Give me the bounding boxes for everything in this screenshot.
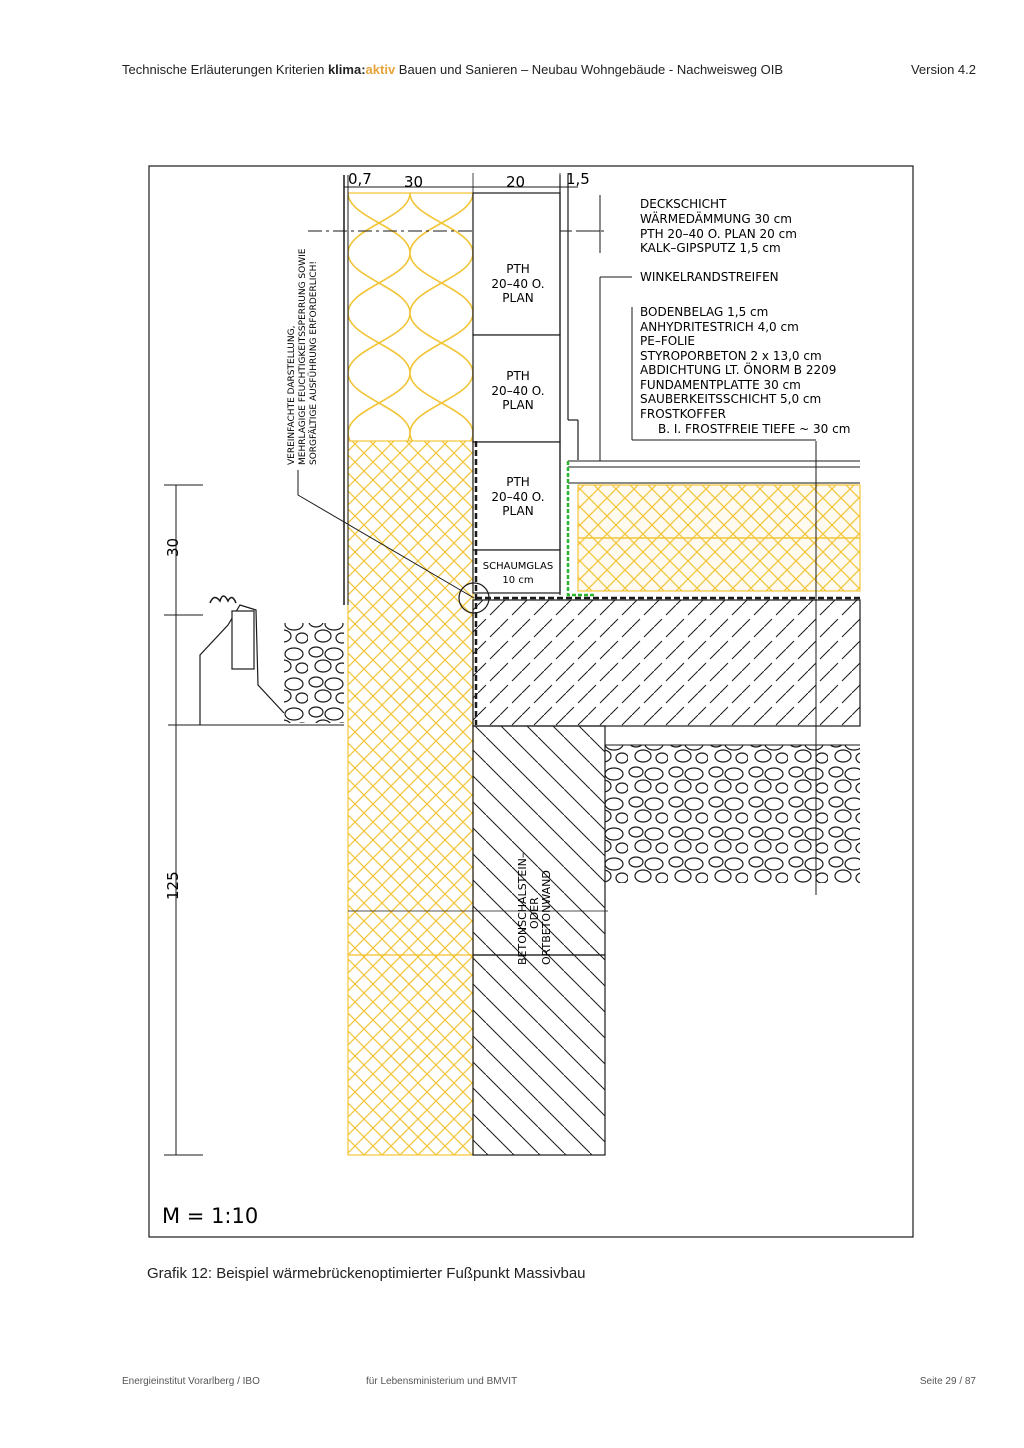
header-suffix: Bauen und Sanieren – Neubau Wohngebäude … bbox=[395, 62, 784, 77]
wall-insulation-lower bbox=[347, 440, 474, 956]
pth-3-line3: PLAN bbox=[502, 504, 533, 518]
footer-center: für Lebensministerium und BMVIT bbox=[366, 1376, 518, 1387]
pth-1-line3: PLAN bbox=[502, 291, 533, 305]
floor-label-5: FUNDAMENTPLATTE 30 cm bbox=[640, 378, 801, 392]
pth-2-line1: PTH bbox=[506, 369, 530, 383]
beton-label-3: ORTBETONWAND bbox=[540, 870, 553, 965]
brand-klima: klima bbox=[327, 62, 362, 77]
schaumglas-line2: 10 cm bbox=[502, 575, 533, 586]
header-version: Version 4.2 bbox=[910, 62, 976, 77]
floor-label-4: ABDICHTUNG LT. ÖNORM B 2209 bbox=[640, 361, 836, 377]
header-prefix: Technische Erläuterungen Kriterien bbox=[122, 62, 328, 77]
pth-blocks: PTH 20–40 O. PLAN PTH 20–40 O. PLAN PTH … bbox=[472, 175, 579, 595]
wall-layer-labels: DECKSCHICHT WÄRMEDÄMMUNG 30 cm PTH 20–40… bbox=[578, 195, 797, 461]
brand-colon: : bbox=[361, 62, 366, 77]
frost-gravel bbox=[605, 745, 860, 883]
wall-label-1: WÄRMEDÄMMUNG 30 cm bbox=[640, 211, 792, 226]
footer-left: Energieinstitut Vorarlberg / IBO bbox=[122, 1376, 260, 1387]
dim-top-0: 0,7 bbox=[348, 170, 372, 188]
concrete-wall bbox=[472, 725, 606, 956]
scale-label: M = 1:10 bbox=[162, 1204, 258, 1228]
vertical-note: VEREINFACHTE DARSTELLUNG, MEHRLAGIGE FEU… bbox=[287, 248, 319, 465]
figure-caption: Grafik 12: Beispiel wärmebrückenoptimier… bbox=[147, 1265, 586, 1282]
pth-1-line2: 20–40 O. bbox=[491, 277, 544, 291]
wall-insulation-upper bbox=[348, 193, 473, 441]
green-edge-strip bbox=[566, 461, 594, 597]
floor-label-7: FROSTKOFFER bbox=[640, 407, 726, 421]
floor-label-6: SAUBERKEITSSCHICHT 5,0 cm bbox=[640, 392, 821, 406]
dim-top-1: 30 bbox=[404, 173, 423, 191]
drawing-frame bbox=[148, 165, 914, 1238]
pth-3-line2: 20–40 O. bbox=[491, 490, 544, 504]
dim-top-3: 1,5 bbox=[566, 170, 590, 188]
vertical-note-2: MEHRLAGIGE FEUCHTIGKEITSSPERRUNG SOWIE bbox=[298, 248, 308, 465]
wall-label-3: KALK–GIPSPUTZ 1,5 cm bbox=[640, 241, 781, 255]
terrain bbox=[168, 595, 344, 726]
wall-label-0: DECKSCHICHT bbox=[640, 197, 727, 211]
vertical-note-3: SORGFÄLTIGE AUSFÜHRUNG ERFORDERLICH! bbox=[308, 261, 319, 465]
floor-label-1: ANHYDRITESTRICH 4,0 cm bbox=[640, 320, 799, 334]
plant-icon bbox=[209, 595, 237, 604]
dim-left-0: 30 bbox=[164, 538, 182, 557]
dim-top-2: 20 bbox=[506, 173, 525, 191]
floor-label-0: BODENBELAG 1,5 cm bbox=[640, 305, 768, 319]
drawing-svg: 0,7 30 20 1,5 PTH 20–40 O. PLAN PTH 20–4… bbox=[148, 165, 914, 1238]
wall-label-2: PTH 20–40 O. PLAN 20 cm bbox=[640, 227, 797, 241]
header-title: Technische Erläuterungen Kriterien klima… bbox=[122, 62, 783, 77]
floor-layer-labels: BODENBELAG 1,5 cm ANHYDRITESTRICH 4,0 cm… bbox=[631, 305, 850, 441]
detail-circle bbox=[458, 582, 490, 614]
beton-label: BETONSCHALSTEIN– ODER ORTBETONWAND bbox=[516, 853, 553, 965]
footer-right: Seite 29 / 87 bbox=[919, 1376, 976, 1387]
brand-aktiv: aktiv bbox=[365, 62, 396, 77]
floor-label-8: B. I. FROSTFREIE TIEFE ~ 30 cm bbox=[658, 422, 850, 436]
pth-2-line2: 20–40 O. bbox=[491, 384, 544, 398]
pth-2-line3: PLAN bbox=[502, 398, 533, 412]
technical-drawing: 0,7 30 20 1,5 PTH 20–40 O. PLAN PTH 20–4… bbox=[148, 165, 914, 1244]
pth-1-line1: PTH bbox=[506, 262, 530, 276]
floor-label-3: STYROPORBETON 2 x 13,0 cm bbox=[640, 349, 822, 363]
pth-3-line1: PTH bbox=[506, 475, 530, 489]
foundation-slab bbox=[472, 599, 861, 727]
floor-label-2: PE–FOLIE bbox=[640, 334, 695, 348]
winkel-label: WINKELRANDSTREIFEN bbox=[640, 270, 779, 284]
dim-left-1: 125 bbox=[164, 871, 182, 900]
vertical-note-1: VEREINFACHTE DARSTELLUNG, bbox=[287, 326, 297, 465]
beton-label-2: ODER bbox=[528, 897, 541, 929]
schaumglas-line1: SCHAUMGLAS bbox=[483, 561, 553, 572]
beton-label-1: BETONSCHALSTEIN– bbox=[516, 853, 529, 965]
